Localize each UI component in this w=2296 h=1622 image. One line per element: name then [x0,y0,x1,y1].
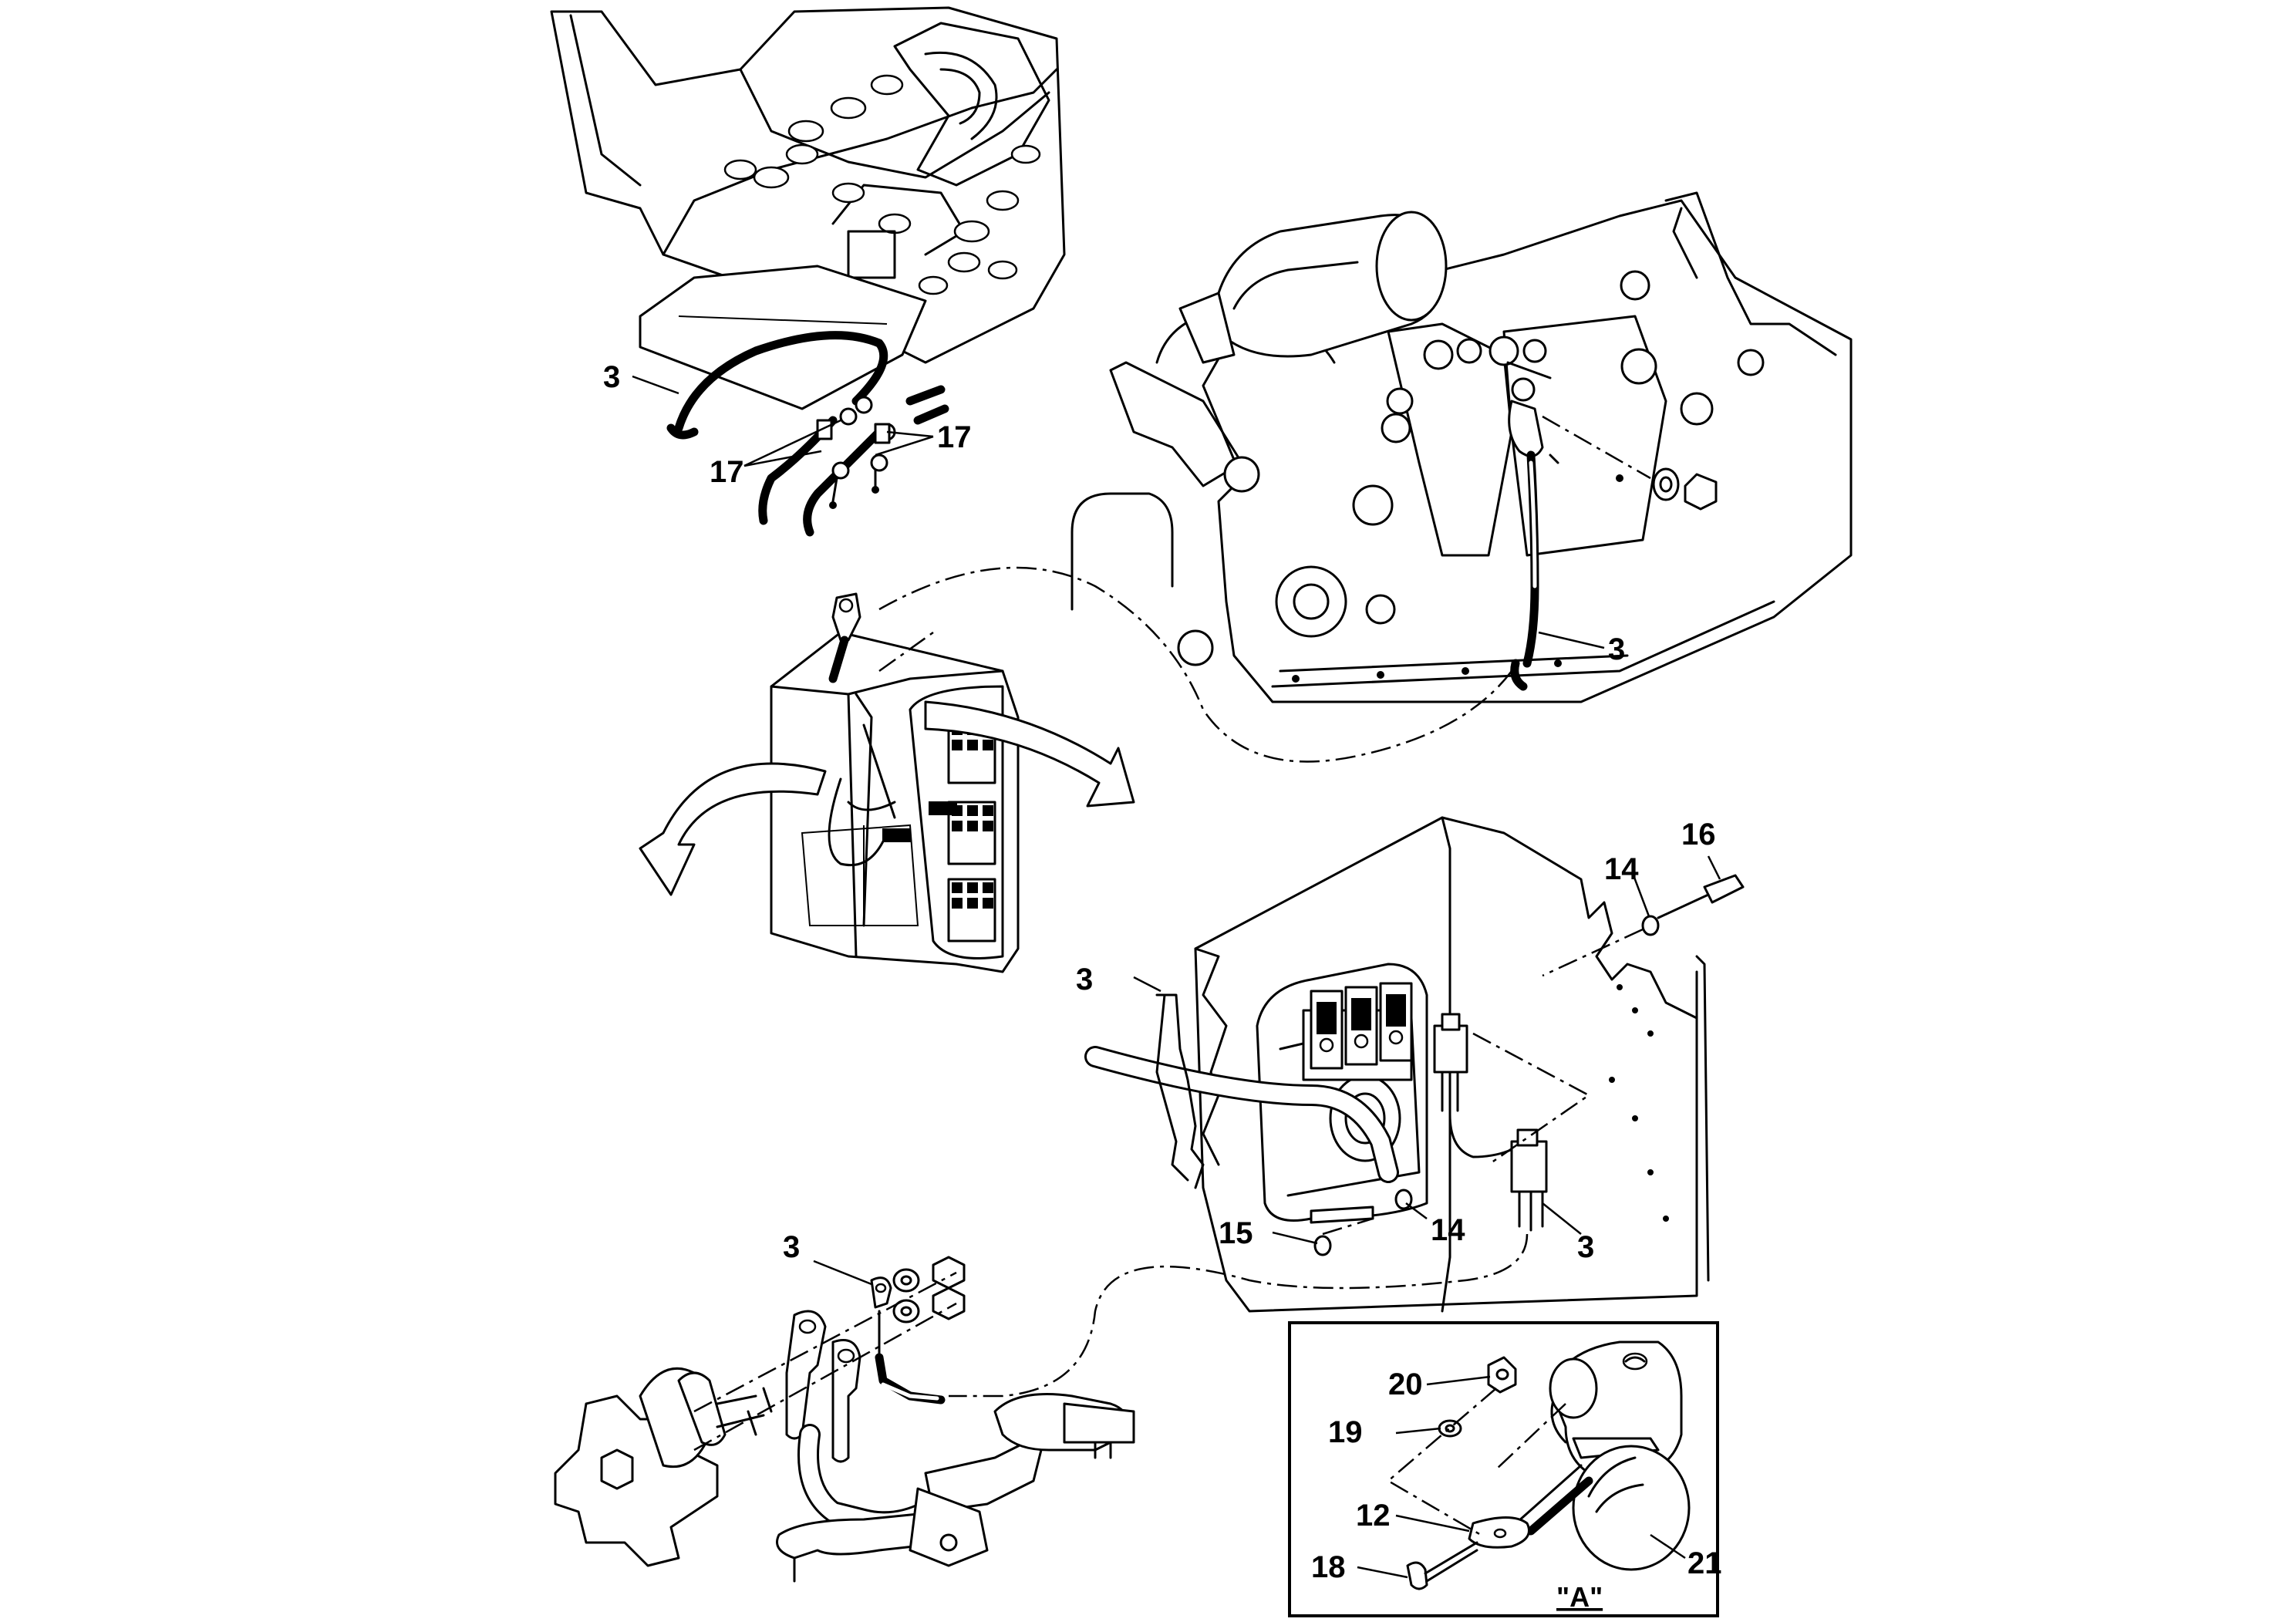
callout-15-nut: 15 [1219,1216,1253,1250]
battery-isolator-switch [554,1256,1135,1583]
callout-3-floor-cable: 3 [603,360,620,394]
detail-view-label: "A" [1556,1581,1603,1613]
callout-20-nut: 20 [1388,1367,1423,1401]
detail-view-a [1288,1321,1719,1617]
callout-14-washer-top: 14 [1604,852,1639,886]
callout-3-isolator-cable: 3 [783,1230,800,1264]
callout-18-screw: 18 [1311,1550,1346,1584]
battery-box-assembly [639,592,1135,973]
callout-17-right: 17 [937,420,972,454]
callout-12-grommet: 12 [1356,1499,1391,1533]
callout-17-left: 17 [710,455,744,489]
connection-path-relay-switch [949,1233,1529,1398]
connection-path-battery-starter [878,566,1512,763]
callout-14-washer-bottom: 14 [1431,1213,1465,1247]
callout-3-starter-cable: 3 [1608,632,1625,666]
callout-3-relay-harness: 3 [1577,1230,1594,1264]
callout-3-relay-cable: 3 [1076,963,1093,996]
relay-block [1302,982,1413,1081]
cab-floor-assembly [550,6,1066,537]
callout-21-switch-housing: 21 [1687,1546,1722,1580]
starter-motor-assembly [1070,191,1853,703]
callout-16-bolt: 16 [1681,818,1716,851]
callout-19-washer: 19 [1328,1415,1363,1449]
relay-mounting-plate [1084,816,1745,1313]
